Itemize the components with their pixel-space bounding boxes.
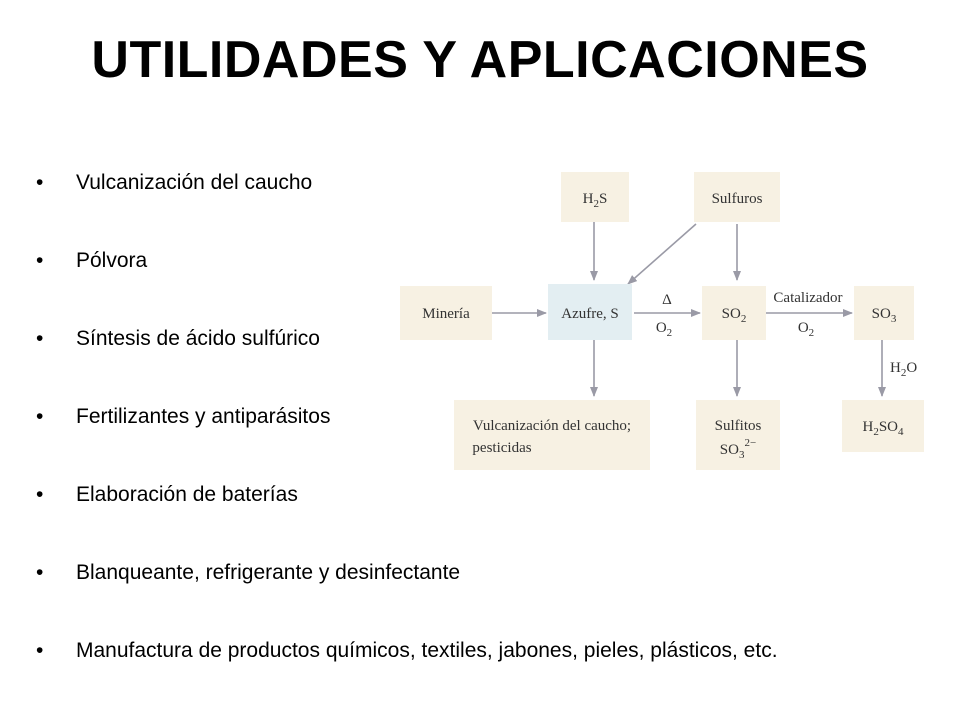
bullet-text: Elaboración de baterías xyxy=(76,483,298,506)
bullet-marker: • xyxy=(36,483,44,506)
bullet-item: • Vulcanización del caucho xyxy=(34,170,834,196)
node-sulfuros: Sulfuros xyxy=(694,172,780,222)
flow-diagram-svg: H2S Sulfuros Minería Azufre, S SO2 SO3 V… xyxy=(400,172,924,470)
bullet-text: Blanqueante, refrigerante y desinfectant… xyxy=(76,561,461,584)
node-so2: SO2 xyxy=(702,286,766,340)
svg-text:SO3: SO3 xyxy=(872,306,897,325)
bullet-item: • Manufactura de productos químicos, text… xyxy=(34,638,834,664)
svg-text:Minería: Minería xyxy=(422,306,470,322)
label-catalizador: Catalizador xyxy=(773,290,842,306)
bullet-item: • Síntesis de ácido sulfúrico xyxy=(34,326,834,352)
bullet-marker: • xyxy=(36,249,44,272)
svg-text:SO32−: SO32− xyxy=(720,437,756,461)
label-o2-second: O2 xyxy=(798,320,814,339)
bullet-item: • Blanqueante, refrigerante y desinfectan… xyxy=(34,560,834,586)
sulfur-flow-diagram: H2S Sulfuros Minería Azufre, S SO2 SO3 V… xyxy=(396,168,936,478)
node-azufre: Azufre, S xyxy=(548,284,632,340)
bullet-marker: • xyxy=(36,639,44,662)
svg-text:SO2: SO2 xyxy=(722,306,747,325)
bullet-marker: • xyxy=(36,561,44,584)
svg-text:H2SO4: H2SO4 xyxy=(862,419,904,438)
svg-text:pesticidas: pesticidas xyxy=(472,440,531,456)
bullet-text: Fertilizantes y antiparásitos xyxy=(76,405,331,428)
node-h2so4: H2SO4 xyxy=(842,400,924,452)
bullet-marker: • xyxy=(36,171,44,194)
node-sulfitos: Sulfitos SO32− xyxy=(696,400,780,470)
svg-text:Azufre, S: Azufre, S xyxy=(561,306,618,322)
label-h2o: H2O xyxy=(890,360,917,379)
node-h2s: H2S xyxy=(561,172,629,222)
arrow-sulfuros-azufre xyxy=(627,223,697,285)
svg-text:H2S: H2S xyxy=(583,191,608,210)
diagram-arrows xyxy=(492,222,886,397)
node-so3: SO3 xyxy=(854,286,914,340)
node-vulcanizacion: Vulcanización del caucho; pesticidas xyxy=(454,400,650,470)
bullet-text: Pólvora xyxy=(76,249,148,272)
bullet-marker: • xyxy=(36,327,44,350)
slide-title: UTILIDADES Y APLICACIONES xyxy=(91,31,869,89)
label-o2-first: O2 xyxy=(656,320,672,339)
bullet-text: Manufactura de productos químicos, texti… xyxy=(76,639,778,662)
svg-text:Sulfuros: Sulfuros xyxy=(712,191,763,207)
node-mineria: Minería xyxy=(400,286,492,340)
svg-text:Sulfitos: Sulfitos xyxy=(715,418,762,434)
bullet-item: • Fertilizantes y antiparásitos xyxy=(34,404,834,430)
svg-text:Vulcanización del caucho;: Vulcanización del caucho; xyxy=(473,418,631,434)
bullet-text: Síntesis de ácido sulfúrico xyxy=(76,327,320,350)
label-delta: Δ xyxy=(662,292,672,308)
bullet-item: • Elaboración de baterías xyxy=(34,482,834,508)
bullet-text: Vulcanización del caucho xyxy=(76,171,313,194)
bullet-list: • Vulcanización del caucho • Pólvora • Sínt… xyxy=(34,170,834,664)
bullet-item: • Pólvora xyxy=(34,248,834,274)
bullet-marker: • xyxy=(36,405,44,428)
